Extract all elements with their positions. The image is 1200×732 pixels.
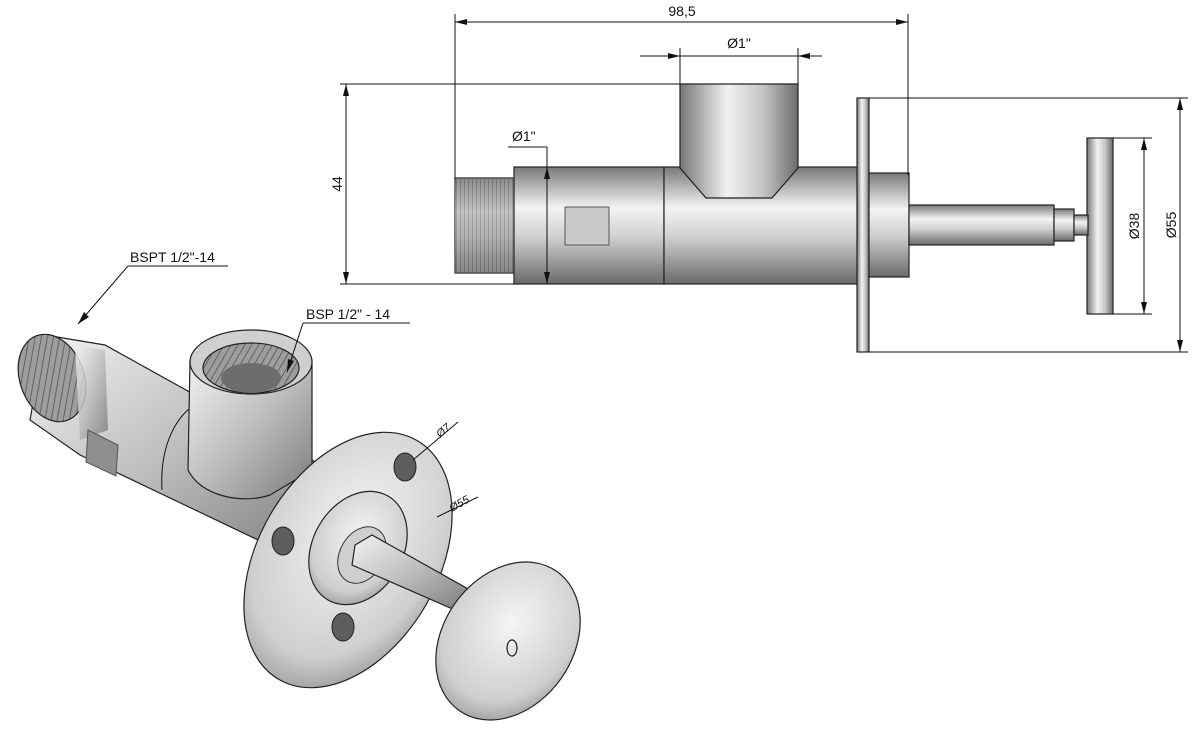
iso-wrench-flat xyxy=(85,429,119,477)
side-view: 98,5 Ø1" Ø1" 44 Ø38 Ø55 xyxy=(329,3,1188,353)
dim-inlet-diameter: Ø1" xyxy=(512,128,536,144)
dim-handwheel-diameter: Ø38 xyxy=(1126,213,1142,240)
stem xyxy=(908,204,1055,246)
wrench-flat xyxy=(564,206,610,246)
isometric-view: BSPT 1/2"-14 BSP 1/2" - 14 Ø7 Ø55 xyxy=(17,249,581,721)
handwheel-side xyxy=(1086,137,1114,315)
iso-handwheel xyxy=(435,561,581,721)
iso-flange-hole-top xyxy=(393,452,417,482)
dim-overall-length: 98,5 xyxy=(668,3,695,19)
iso-flange-hole-left xyxy=(271,526,295,556)
label-inlet-thread: BSPT 1/2"-14 xyxy=(130,249,215,265)
dim-outlet-diameter: Ø1" xyxy=(727,35,751,51)
iso-flange-hole-bottom xyxy=(331,612,355,642)
label-outlet-thread: BSP 1/2" - 14 xyxy=(306,306,390,322)
outlet-boss xyxy=(679,83,799,199)
bonnet xyxy=(868,172,910,278)
iso-outlet-boss xyxy=(187,359,313,500)
dim-height: 44 xyxy=(329,176,345,192)
iso-handwheel-hole xyxy=(506,639,518,657)
flange-side xyxy=(856,97,870,353)
dim-flange-diameter: Ø55 xyxy=(1163,212,1179,239)
label-hole-diameter: Ø7 xyxy=(433,421,453,441)
